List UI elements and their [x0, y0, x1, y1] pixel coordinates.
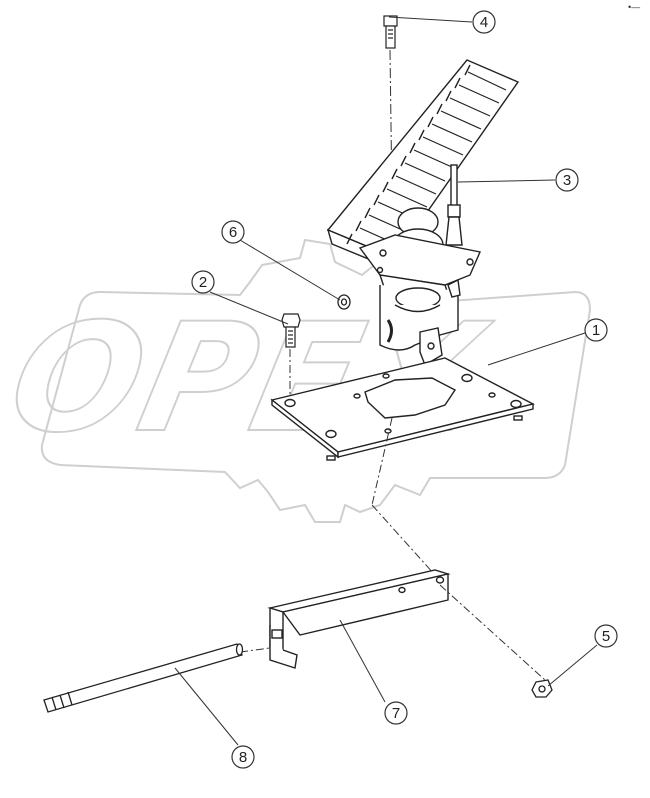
leader-8	[174, 667, 239, 746]
callout-5-circle	[594, 624, 618, 648]
leader-1	[487, 332, 586, 366]
part-1-base-plate	[270, 357, 535, 461]
leader-3	[457, 179, 556, 183]
part-8-rod	[43, 643, 244, 713]
callout-7-label: 7	[392, 705, 400, 722]
callout-4-label: 4	[480, 14, 488, 31]
part-3-pedal-assembly	[326, 59, 520, 367]
callout-6-label: 6	[229, 224, 237, 241]
callout-labels: 4 3 6 2 1 5 7 8	[199, 14, 610, 766]
leader-5	[547, 644, 598, 687]
watermark: OPEX	[0, 238, 592, 523]
part-4-bolt	[383, 15, 398, 49]
callout-leaders	[174, 16, 598, 746]
axis-line-1	[371, 417, 393, 506]
callout-8-circle	[231, 745, 255, 769]
callout-3-circle	[555, 168, 579, 192]
part-5-bolt	[531, 679, 553, 698]
callout-2-circle	[191, 270, 215, 294]
leader-7	[339, 619, 386, 703]
leader-4	[388, 16, 473, 23]
axis-line-5	[439, 584, 546, 681]
callout-4-circle	[472, 10, 496, 34]
axis-line-8	[239, 647, 271, 653]
callout-7-circle	[384, 701, 408, 725]
callout-1-label: 1	[592, 322, 600, 339]
callout-6-circle	[221, 220, 245, 244]
part-7-bracket	[267, 569, 451, 669]
part-6-nut	[337, 294, 351, 310]
callout-8-label: 8	[239, 749, 247, 766]
axis-line-4	[389, 49, 393, 201]
callout-1-circle	[584, 318, 608, 342]
callout-5-label: 5	[602, 628, 610, 645]
corner-mark: •—	[628, 2, 640, 12]
callout-2-label: 2	[199, 274, 207, 291]
callout-3-label: 3	[563, 172, 571, 189]
leader-6	[239, 239, 341, 301]
watermark-gear	[40, 238, 592, 523]
axis-line-1b	[371, 504, 436, 576]
callout-bubbles	[191, 10, 618, 769]
leader-2	[209, 291, 289, 325]
